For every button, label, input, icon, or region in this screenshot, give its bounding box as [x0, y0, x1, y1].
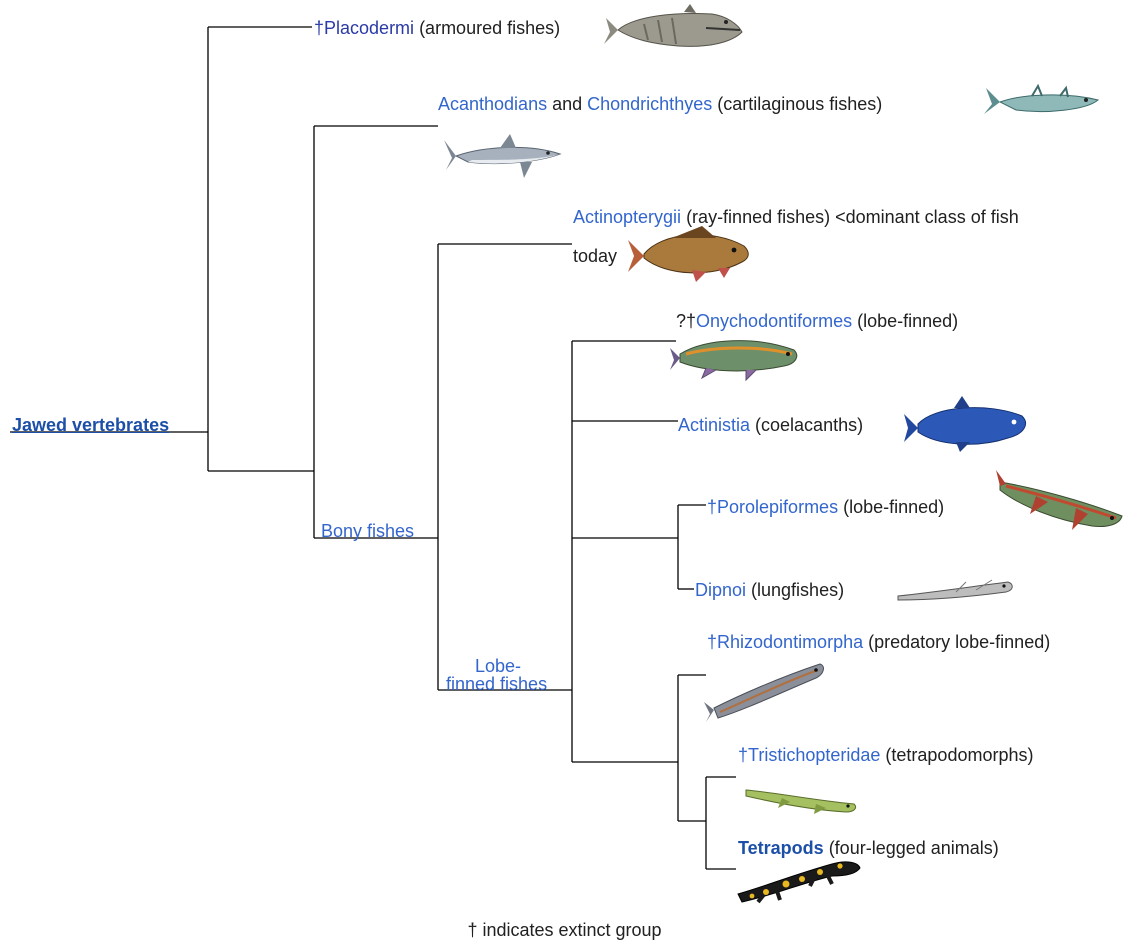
actinistia-description: (coelacanths) — [750, 415, 863, 435]
tetrapods-link[interactable]: Tetrapods — [738, 838, 824, 858]
porolepiformes-description: (lobe-finned) — [838, 497, 944, 517]
porolepiformes-link[interactable]: Porolepiformes — [717, 497, 838, 517]
jawed-vertebrates-link[interactable]: Jawed vertebrates — [12, 415, 169, 435]
placoderm-illustration — [604, 4, 742, 46]
acanthodian-illustration — [984, 86, 1098, 114]
extinct-dagger: † — [707, 497, 717, 517]
acanthodians-link[interactable]: Acanthodians — [438, 94, 547, 114]
actinopterygii-description-cont: today — [573, 246, 617, 266]
actinistia-label: Actinistia (coelacanths) — [678, 414, 863, 436]
rhizodontimorpha-label: †Rhizodontimorpha (predatory lobe-finned… — [707, 631, 1050, 653]
tristichopteridae-description: (tetrapodomorphs) — [880, 745, 1033, 765]
cartilaginous-label: Acanthodians and Chondrichthyes (cartila… — [438, 93, 882, 115]
uncertain-extinct-prefix: ?† — [676, 311, 696, 331]
actinopterygii-description: (ray-finned fishes) <dominant class of f… — [681, 207, 1019, 227]
tetrapods-description: (four-legged animals) — [824, 838, 999, 858]
porolepiform-illustration — [996, 470, 1122, 530]
root-label[interactable]: Jawed vertebrates — [12, 414, 169, 436]
bony-fishes-label[interactable]: Bony fishes — [321, 520, 414, 542]
salamander-illustration — [738, 862, 860, 902]
lobe-finned-link-line1[interactable]: Lobe- — [449, 657, 547, 675]
tetrapods-label: Tetrapods (four-legged animals) — [738, 837, 999, 859]
coelacanth-illustration — [904, 396, 1026, 452]
extinct-footnote: † indicates extinct group — [0, 920, 1129, 941]
extinct-dagger: † — [738, 745, 748, 765]
rhizodont-illustration — [704, 664, 823, 722]
actinopterygii-label: Actinopterygii (ray-finned fishes) <domi… — [573, 206, 1019, 228]
rhizodontimorpha-link[interactable]: Rhizodontimorpha — [717, 632, 863, 652]
dipnoi-description: (lungfishes) — [746, 580, 844, 600]
carp-illustration — [628, 226, 748, 282]
actinistia-link[interactable]: Actinistia — [678, 415, 750, 435]
placodermi-link[interactable]: Placodermi — [324, 18, 414, 38]
extinct-dagger: † — [707, 632, 717, 652]
shark-illustration — [444, 134, 560, 178]
dipnoi-link[interactable]: Dipnoi — [695, 580, 746, 600]
tristichopteridae-label: †Tristichopteridae (tetrapodomorphs) — [738, 744, 1033, 766]
extinct-dagger: † — [314, 18, 324, 38]
lobe-finned-label[interactable]: Lobe- finned fishes — [449, 657, 547, 693]
placodermi-description: (armoured fishes) — [414, 18, 560, 38]
onychodontiformes-label: ?†Onychodontiformes (lobe-finned) — [676, 310, 958, 332]
porolepiformes-label: †Porolepiformes (lobe-finned) — [707, 496, 944, 518]
rhizodontimorpha-description: (predatory lobe-finned) — [863, 632, 1050, 652]
onychodont-illustration — [670, 341, 797, 380]
cartilaginous-description: (cartilaginous fishes) — [712, 94, 882, 114]
placodermi-label: †Placodermi (armoured fishes) — [314, 17, 560, 39]
tristichopteridae-link[interactable]: Tristichopteridae — [748, 745, 880, 765]
bony-fishes-link[interactable]: Bony fishes — [321, 521, 414, 541]
onychodontiformes-description: (lobe-finned) — [852, 311, 958, 331]
actinopterygii-link[interactable]: Actinopterygii — [573, 207, 681, 227]
dipnoi-label: Dipnoi (lungfishes) — [695, 579, 844, 601]
tristichopterid-illustration — [746, 790, 856, 814]
tree-branches — [10, 27, 736, 869]
lobe-finned-link-line2[interactable]: finned fishes — [446, 675, 547, 693]
lungfish-illustration — [898, 580, 1012, 600]
cartilaginous-joiner: and — [547, 94, 587, 114]
actinopterygii-label-line2: today — [573, 245, 617, 267]
onychodontiformes-link[interactable]: Onychodontiformes — [696, 311, 852, 331]
chondrichthyes-link[interactable]: Chondrichthyes — [587, 94, 712, 114]
